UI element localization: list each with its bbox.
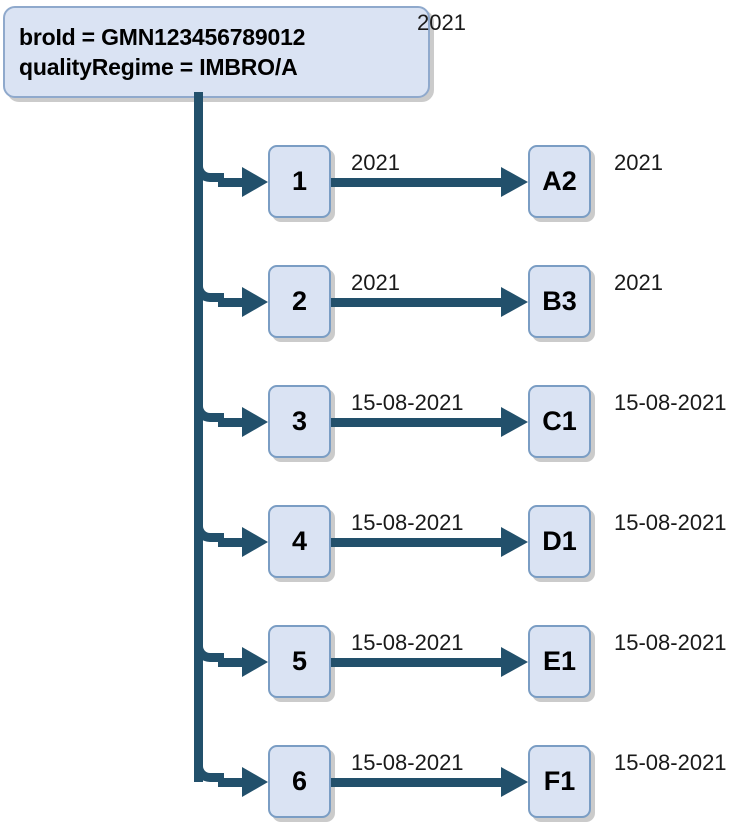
- target-node-date-label: 2021: [614, 269, 663, 295]
- target-node-date-label: 15-08-2021: [614, 629, 727, 655]
- target-node-label: C1: [542, 406, 577, 436]
- target-node-date-label: 15-08-2021: [614, 749, 727, 775]
- link-line: [331, 177, 503, 187]
- event-node-2[interactable]: 2: [268, 265, 331, 338]
- branch-line: [218, 297, 248, 307]
- branch-arrowhead: [242, 646, 268, 677]
- event-node-label: 6: [291, 766, 308, 796]
- link-line: [331, 537, 503, 547]
- branch-line: [218, 537, 248, 547]
- target-node-date-label: 15-08-2021: [614, 389, 727, 415]
- event-node-3[interactable]: 3: [268, 385, 331, 458]
- root-node-qualityregime-line: qualityRegime = IMBRO/A: [19, 54, 298, 80]
- branch-arrowhead: [242, 406, 268, 437]
- event-node-label: 3: [291, 406, 308, 436]
- root-node-broid-line: broId = GMN123456789012: [19, 24, 306, 50]
- branch-elbow: [194, 511, 224, 542]
- link-date-label: 15-08-2021: [351, 509, 464, 535]
- target-node-D1[interactable]: D1: [528, 505, 591, 578]
- branch-arrowhead: [242, 526, 268, 557]
- target-node-label: B3: [542, 286, 577, 316]
- root-node[interactable]: broId = GMN123456789012 qualityRegime = …: [3, 6, 430, 98]
- branch-line: [218, 657, 248, 667]
- link-line: [331, 297, 503, 307]
- link-date-label: 15-08-2021: [351, 629, 464, 655]
- link-line: [331, 777, 503, 787]
- link-arrowhead: [501, 286, 528, 317]
- event-node-label: 4: [291, 526, 308, 556]
- link-arrowhead: [501, 646, 528, 677]
- branch-arrowhead: [242, 286, 268, 317]
- link-line: [331, 417, 503, 427]
- branch-elbow: [194, 391, 224, 422]
- link-arrowhead: [501, 406, 528, 437]
- event-node-6[interactable]: 6: [268, 745, 331, 818]
- link-line: [331, 657, 503, 667]
- target-node-E1[interactable]: E1: [528, 625, 591, 698]
- target-node-F1[interactable]: F1: [528, 745, 591, 818]
- branch-elbow: [194, 271, 224, 302]
- branch-arrowhead: [242, 166, 268, 197]
- root-node-year-label: 2021: [417, 10, 466, 35]
- branch-line: [218, 417, 248, 427]
- event-node-4[interactable]: 4: [268, 505, 331, 578]
- link-date-label: 2021: [351, 149, 400, 175]
- link-arrowhead: [501, 766, 528, 797]
- link-date-label: 15-08-2021: [351, 749, 464, 775]
- event-node-1[interactable]: 1: [268, 145, 331, 218]
- target-node-date-label: 2021: [614, 149, 663, 175]
- event-node-label: 5: [291, 646, 308, 676]
- target-node-C1[interactable]: C1: [528, 385, 591, 458]
- branch-elbow: [194, 151, 224, 182]
- target-node-label: A2: [542, 166, 577, 196]
- branch-line: [218, 177, 248, 187]
- branch-elbow: [194, 751, 224, 782]
- target-node-label: F1: [543, 766, 576, 796]
- target-node-label: E1: [542, 646, 577, 676]
- target-node-A2[interactable]: A2: [528, 145, 591, 218]
- target-node-date-label: 15-08-2021: [614, 509, 727, 535]
- link-date-label: 2021: [351, 269, 400, 295]
- link-arrowhead: [501, 166, 528, 197]
- branch-elbow: [194, 631, 224, 662]
- branch-arrowhead: [242, 766, 268, 797]
- target-node-label: D1: [542, 526, 577, 556]
- tree-spine: [194, 92, 203, 782]
- event-node-5[interactable]: 5: [268, 625, 331, 698]
- target-node-B3[interactable]: B3: [528, 265, 591, 338]
- event-node-label: 2: [291, 286, 308, 316]
- branch-line: [218, 777, 248, 787]
- link-arrowhead: [501, 526, 528, 557]
- event-node-label: 1: [291, 166, 308, 196]
- link-date-label: 15-08-2021: [351, 389, 464, 415]
